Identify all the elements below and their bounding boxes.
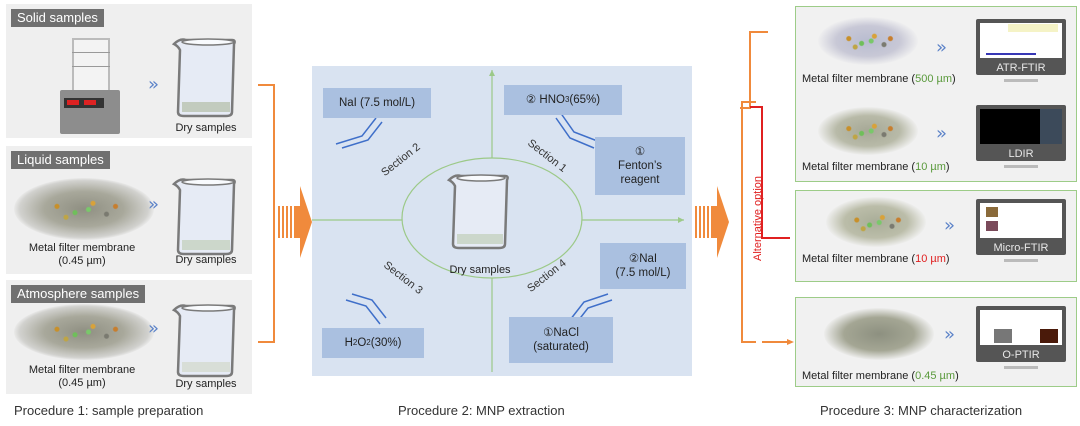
alternative-option-label-wrap: Alternative option xyxy=(752,163,766,263)
caption-dry-samples: Dry samples xyxy=(175,378,237,390)
freeze-dryer-icon xyxy=(54,38,124,138)
procedure-1-title: Procedure 1: sample preparation xyxy=(14,403,204,418)
characterization-box-1: » ATR-FTIR Metal filter membrane (500 µm… xyxy=(795,6,1077,182)
beaker-icon xyxy=(171,38,236,118)
tag-solid-samples: Solid samples xyxy=(11,9,104,27)
caption-membrane-500: Metal filter membrane (500 µm) xyxy=(802,73,956,85)
metal-filter-membrane-icon xyxy=(818,17,918,65)
caption-dry-samples: Dry samples xyxy=(175,254,237,266)
metal-filter-membrane-icon xyxy=(824,308,934,360)
big-arrow-icon xyxy=(695,186,729,258)
chevron-right-icon: » xyxy=(148,194,159,215)
chevron-right-icon: » xyxy=(148,74,159,95)
big-arrow-icon xyxy=(278,186,312,258)
caption-membrane-10-red: Metal filter membrane (10 µm) xyxy=(802,253,950,265)
beaker-icon xyxy=(446,174,509,250)
chevron-right-icon: » xyxy=(944,215,955,236)
panel-liquid-samples: Liquid samples » Metal filter membrane (… xyxy=(6,146,252,274)
alternative-option-text: Alternative option xyxy=(752,176,764,261)
panel-atmosphere-samples: Atmosphere samples » Metal filter membra… xyxy=(6,280,252,394)
reagent-nai-section2: NaI (7.5 mol/L) xyxy=(323,88,431,118)
monitor-atr-ftir: ATR-FTIR xyxy=(976,19,1066,75)
reagent-nai-section4: ②NaI (7.5 mol/L) xyxy=(600,243,686,289)
metal-filter-membrane-icon xyxy=(14,304,154,360)
chevron-right-icon: » xyxy=(944,324,955,345)
caption-membrane-045: Metal filter membrane (0.45 µm) xyxy=(802,370,959,382)
caption-membrane: Metal filter membrane (0.45 µm) xyxy=(28,242,136,267)
panel-solid-samples: Solid samples » Dry samples xyxy=(6,4,252,138)
caption-membrane: Metal filter membrane (0.45 µm) xyxy=(28,364,136,389)
beaker-icon xyxy=(171,304,236,378)
monitor-o-ptir: O-PTIR xyxy=(976,306,1066,362)
monitor-ldir: LDIR xyxy=(976,105,1066,161)
caption-dry-samples: Dry samples xyxy=(175,122,237,134)
chevron-right-icon: » xyxy=(148,318,159,339)
characterization-box-3: » O-PTIR Metal filter membrane (0.45 µm) xyxy=(795,297,1077,387)
caption-dry-samples-center: Dry samples xyxy=(449,264,511,276)
beaker-icon xyxy=(171,178,236,256)
metal-filter-membrane-icon xyxy=(14,178,154,240)
reagent-fenton: ① Fenton’s reagent xyxy=(595,137,685,195)
chevron-right-icon: » xyxy=(936,37,947,58)
tag-atmosphere-samples: Atmosphere samples xyxy=(11,285,146,303)
procedure-2-title: Procedure 2: MNP extraction xyxy=(398,403,565,418)
caption-membrane-10: Metal filter membrane (10 µm) xyxy=(802,161,950,173)
connector-bracket-3 xyxy=(740,31,794,345)
metal-filter-membrane-icon xyxy=(818,107,918,155)
monitor-micro-ftir: Micro-FTIR xyxy=(976,199,1066,255)
reagent-nacl: ①NaCl (saturated) xyxy=(509,317,613,363)
tag-liquid-samples: Liquid samples xyxy=(11,151,110,169)
connector-bracket-1 xyxy=(258,84,275,343)
chevron-right-icon: » xyxy=(936,123,947,144)
metal-filter-membrane-icon xyxy=(826,197,926,247)
characterization-box-2: » Micro-FTIR Metal filter membrane (10 µ… xyxy=(795,190,1077,282)
procedure-3-title: Procedure 3: MNP characterization xyxy=(820,403,1023,418)
